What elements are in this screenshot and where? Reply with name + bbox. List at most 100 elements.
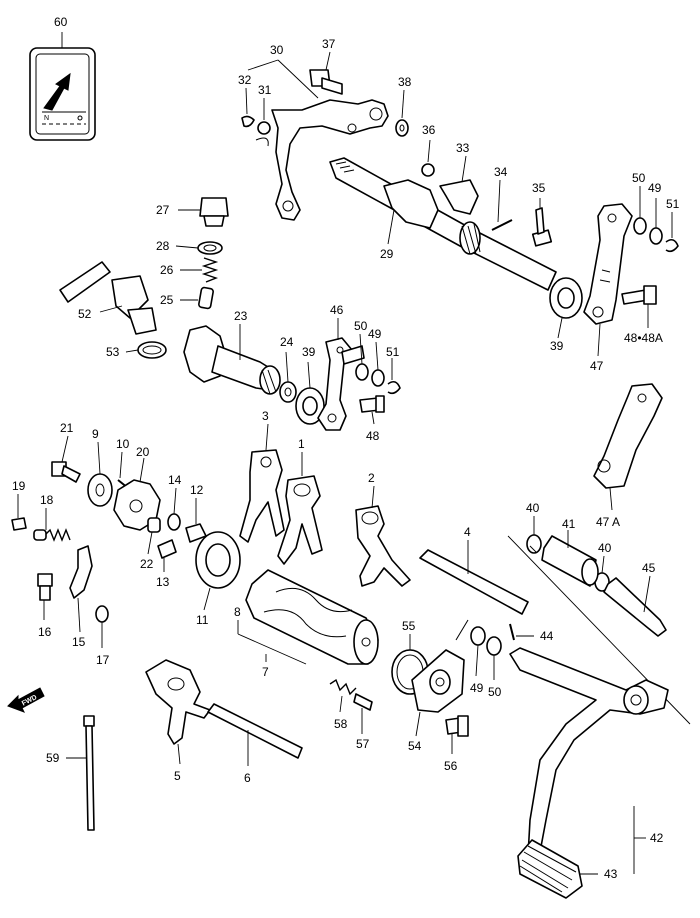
circlip-51-top [665,238,679,253]
spring-18 [33,528,71,542]
label-49-mid: 49 [368,327,382,341]
label-48: 48 [366,429,380,443]
pin-22 [147,517,161,533]
label-46: 46 [330,303,344,317]
washer-31 [257,121,271,135]
label-60: 60 [54,15,68,29]
spring-58 [329,678,357,696]
label-31: 31 [258,83,272,97]
label-54: 54 [408,739,422,753]
label-6: 6 [244,771,251,785]
shift-fork-2 [355,505,411,587]
label-35: 35 [532,181,546,195]
label-30: 30 [270,43,284,57]
label-18: 18 [40,493,54,507]
washer-49-top [649,227,663,245]
label-52: 52 [78,307,92,321]
neutral-switch-52 [59,261,157,335]
label-5: 5 [174,769,181,783]
label-11: 11 [196,613,209,627]
pivot-bolt-45 [603,577,667,637]
spring-26 [201,257,219,283]
washer-50-top [633,217,647,235]
label-32: 32 [238,73,252,87]
label-26: 26 [160,263,174,277]
label-43: 43 [604,867,618,881]
label-42: 42 [650,831,664,845]
label-47: 47 [590,359,604,373]
label-59: 59 [46,751,60,765]
clip-32 [241,115,255,128]
label-34: 34 [494,165,508,179]
label-12: 12 [190,483,204,497]
shift-pattern-decal: N [29,47,96,141]
label-47a: 47 A [596,515,620,529]
pedal-rubber-43 [517,839,583,899]
label-56: 56 [444,759,458,773]
washer-49-low [470,626,486,646]
svg-text:N: N [44,115,49,122]
label-28: 28 [156,239,170,253]
label-23: 23 [234,309,248,323]
label-48-48a: 48•48A [624,331,663,345]
washer-50-mid [355,363,369,381]
label-37: 37 [322,37,336,51]
label-40-right: 40 [598,541,612,555]
label-16: 16 [38,625,52,639]
gearshift-lever-47 [583,203,633,325]
gearshift-pedal-42 [509,647,669,857]
pin-25 [198,286,214,310]
label-45: 45 [642,561,656,575]
switch-housing-54 [411,619,469,713]
pin-57 [353,693,373,711]
label-25: 25 [160,293,174,307]
shift-fork-3 [239,449,285,543]
label-9: 9 [92,427,99,441]
bolt-35 [531,207,553,247]
label-40-left: 40 [526,501,540,515]
label-27: 27 [156,203,170,217]
label-50-top: 50 [632,171,646,185]
label-55: 55 [402,619,416,633]
label-51-top: 51 [666,197,680,211]
label-4: 4 [464,525,471,539]
plug-27 [199,197,229,227]
label-10: 10 [116,437,130,451]
gearshift-shaft-29 [329,157,557,291]
fork-shaft-4 [419,549,529,615]
cotter-pin-44 [509,623,515,641]
oil-seal-39-lower [295,387,325,425]
label-13: 13 [156,575,170,589]
label-38: 38 [398,75,412,89]
label-22: 22 [140,557,154,571]
circlip-51-mid [387,380,401,395]
washer-50-low [486,636,502,656]
label-39-upper: 39 [550,339,564,353]
label-2: 2 [368,471,375,485]
label-15: 15 [72,635,86,649]
oil-seal-39-upper [549,277,583,319]
pin-46 [341,345,365,365]
shift-fork-1 [277,475,323,565]
washer-17 [95,605,109,623]
label-20: 20 [136,445,150,459]
label-58: 58 [334,717,348,731]
label-50-mid: 50 [354,319,368,333]
fork-shaft-6 [207,703,303,759]
gearshift-cam-8 [245,569,379,665]
label-21: 21 [60,421,74,435]
bolt-56 [445,715,469,737]
bolt-21 [51,461,81,483]
shift-cam-23 [183,325,281,395]
pin-34 [491,219,513,231]
label-19: 19 [12,479,26,493]
gearshift-lever-47a [593,383,663,489]
label-14: 14 [168,473,182,487]
label-8: 8 [234,605,241,619]
label-44: 44 [540,629,554,643]
label-17: 17 [96,653,110,667]
shift-fork-5 [145,659,211,745]
label-50-low: 50 [488,685,502,699]
label-57: 57 [356,737,370,751]
